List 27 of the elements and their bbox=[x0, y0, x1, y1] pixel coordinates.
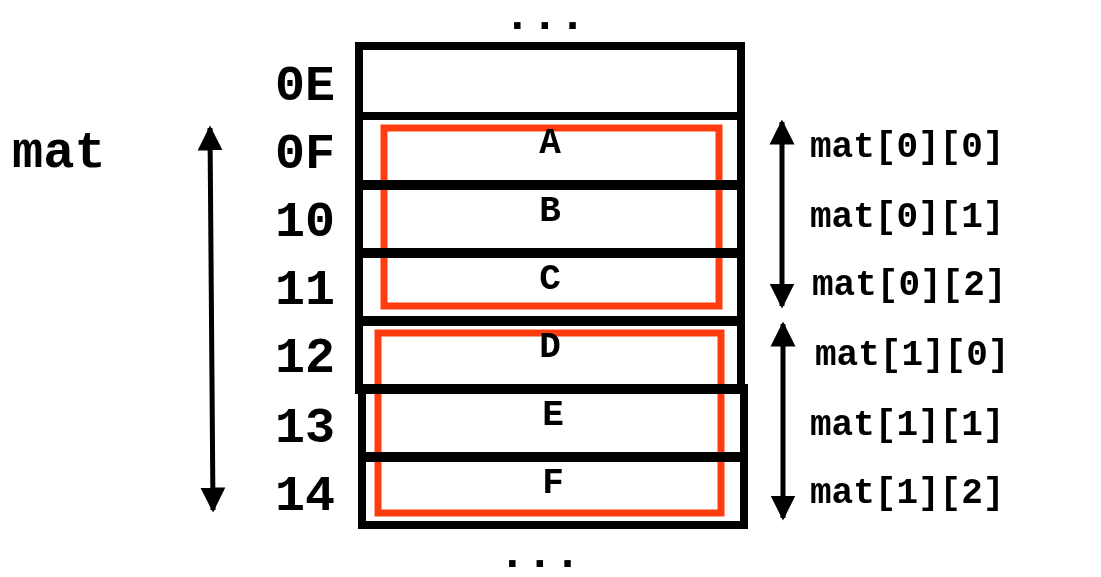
element-name: mat[1][0] bbox=[815, 338, 1010, 374]
memory-address: 12 bbox=[275, 334, 335, 384]
element-name: mat[0][1] bbox=[810, 200, 1005, 236]
cell-value: A bbox=[539, 126, 561, 162]
element-name: mat[1][1] bbox=[810, 408, 1005, 444]
memory-cell bbox=[358, 452, 748, 529]
element-name: mat[0][2] bbox=[812, 268, 1007, 304]
cell-value: F bbox=[542, 466, 564, 502]
element-name: mat[1][2] bbox=[810, 476, 1005, 512]
memory-cell bbox=[355, 248, 745, 326]
memory-address: 0E bbox=[275, 62, 335, 112]
memory-address: 13 bbox=[275, 404, 335, 454]
memory-cell bbox=[358, 384, 748, 462]
element-name: mat[0][0] bbox=[810, 130, 1005, 166]
cell-value: C bbox=[539, 262, 561, 298]
cell-value: D bbox=[539, 330, 561, 366]
ellipsis: ... bbox=[498, 532, 582, 577]
memory-address: 0F bbox=[275, 130, 335, 180]
memory-address: 10 bbox=[275, 198, 335, 248]
memory-address: 14 bbox=[275, 472, 335, 522]
variable-name: mat bbox=[12, 128, 106, 180]
ellipsis: ... bbox=[503, 0, 587, 40]
memory-cell bbox=[355, 180, 745, 258]
cell-value: B bbox=[539, 194, 561, 230]
memory-address: 11 bbox=[275, 266, 335, 316]
memory-cell bbox=[355, 316, 745, 394]
cell-value: E bbox=[542, 398, 564, 434]
